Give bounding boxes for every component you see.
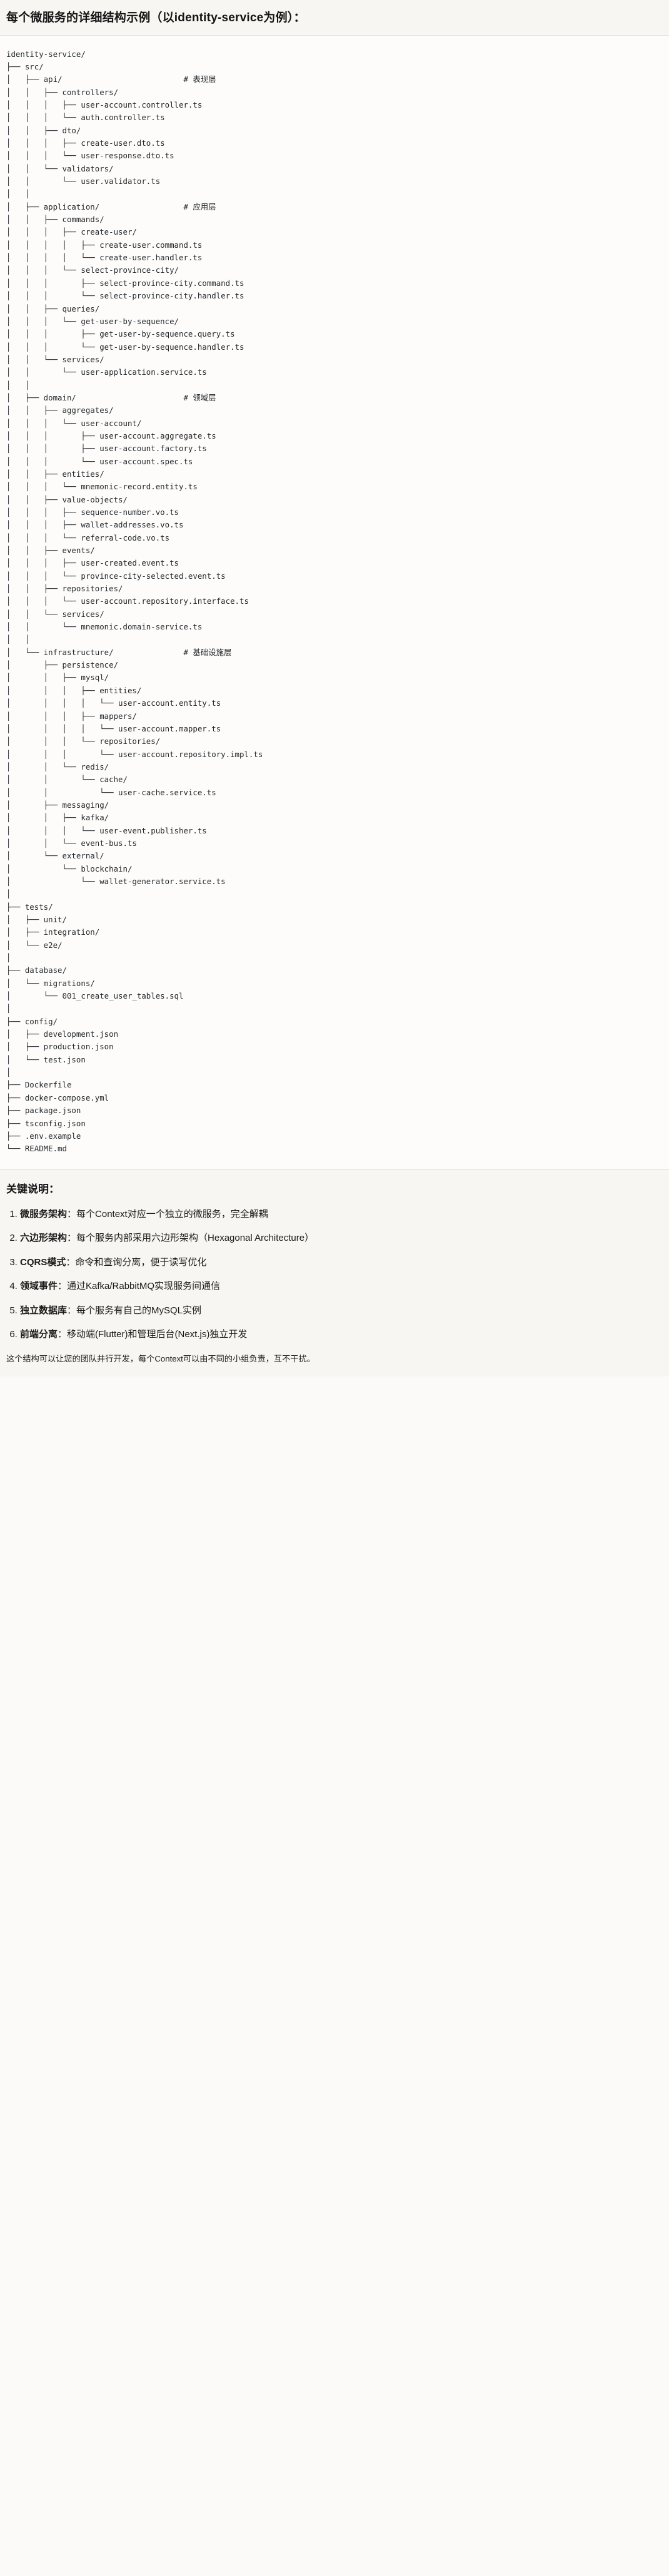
note-label: 六边形架构 (20, 1233, 68, 1244)
note-text: ：命令和查询分离，便于读写优化 (66, 1256, 207, 1268)
key-notes-list: 微服务架构：每个Context对应一个独立的微服务，完全解耦 六边形架构：每个服… (6, 1208, 663, 1342)
note-item: 微服务架构：每个Context对应一个独立的微服务，完全解耦 (20, 1208, 663, 1222)
note-item: 前端分离：移动端(Flutter)和管理后台(Next.js)独立开发 (20, 1328, 663, 1342)
note-text: ：每个Context对应一个独立的微服务，完全解耦 (67, 1208, 268, 1219)
directory-tree: identity-service/ ├── src/ │ ├── api/ # … (6, 49, 263, 1154)
directory-tree-block: identity-service/ ├── src/ │ ├── api/ # … (0, 35, 669, 1170)
key-notes-title: 关键说明： (6, 1183, 59, 1195)
note-text: ：每个服务内部采用六边形架构（Hexagonal Architecture） (67, 1233, 314, 1244)
note-text: ：通过Kafka/RabbitMQ实现服务间通信 (58, 1281, 221, 1292)
note-label: 独立数据库 (20, 1305, 68, 1316)
note-label: 微服务架构 (20, 1208, 68, 1219)
note-item: CQRS模式：命令和查询分离，便于读写优化 (20, 1256, 663, 1270)
note-item: 独立数据库：每个服务有自己的MySQL实例 (20, 1304, 663, 1318)
document-page: 每个微服务的详细结构示例（以identity-service为例）： ident… (0, 0, 669, 1377)
closing-paragraph: 这个结构可以让您的团队并行开发，每个Context可以由不同的小组负责，互不干扰… (6, 1353, 315, 1363)
note-item: 领域事件：通过Kafka/RabbitMQ实现服务间通信 (20, 1280, 663, 1294)
note-text: ：移动端(Flutter)和管理后台(Next.js)独立开发 (58, 1329, 248, 1340)
note-item: 六边形架构：每个服务内部采用六边形架构（Hexagonal Architectu… (20, 1231, 663, 1246)
key-notes-section: 关键说明： 微服务架构：每个Context对应一个独立的微服务，完全解耦 六边形… (0, 1169, 669, 1377)
header-band: 每个微服务的详细结构示例（以identity-service为例）： (0, 0, 669, 36)
note-label: 领域事件 (20, 1281, 58, 1292)
page-title: 每个微服务的详细结构示例（以identity-service为例）： (6, 11, 306, 24)
note-label: CQRS模式 (20, 1256, 66, 1268)
note-text: ：每个服务有自己的MySQL实例 (67, 1305, 202, 1316)
note-label: 前端分离 (20, 1329, 58, 1340)
